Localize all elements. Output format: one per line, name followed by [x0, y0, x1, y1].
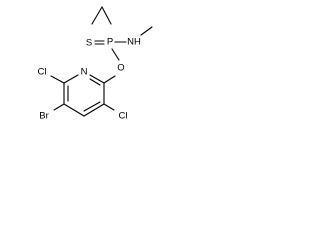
- molecule-structure-diagram: P S NH O N Cl Br Cl: [38, 6, 153, 122]
- bond-ethyl-c2-p: [101, 6, 112, 25]
- atom-label-n: N: [81, 67, 88, 78]
- bond-n-c6: [63, 74, 79, 84]
- bond-c4-c3-inner: [83, 101, 101, 112]
- bond-c4-c3: [83, 103, 105, 117]
- atom-label-nh: NH: [127, 37, 141, 48]
- atom-label-o: O: [117, 63, 124, 74]
- atom-labels: P S NH O N Cl Br Cl: [38, 37, 141, 122]
- bond-c2-n-inner: [89, 78, 101, 86]
- atom-label-br: Br: [39, 111, 49, 122]
- bond-c5-br: [53, 103, 65, 111]
- atom-label-cl-right: Cl: [119, 111, 128, 122]
- bond-ethyl-c1-c2: [91, 6, 103, 25]
- bond-c5-c4: [63, 103, 85, 117]
- atom-label-s: S: [86, 38, 92, 49]
- bond-nh-methyl: [140, 26, 153, 36]
- atom-label-cl-left: Cl: [38, 67, 47, 78]
- bond-c6-cl: [50, 75, 65, 84]
- bond-c2-n: [89, 74, 105, 84]
- bond-c3-cl: [103, 103, 115, 111]
- atom-label-p: P: [107, 37, 113, 48]
- bond-o-c2: [103, 75, 116, 84]
- bonds: [50, 6, 153, 117]
- bond-p-o: [111, 48, 120, 61]
